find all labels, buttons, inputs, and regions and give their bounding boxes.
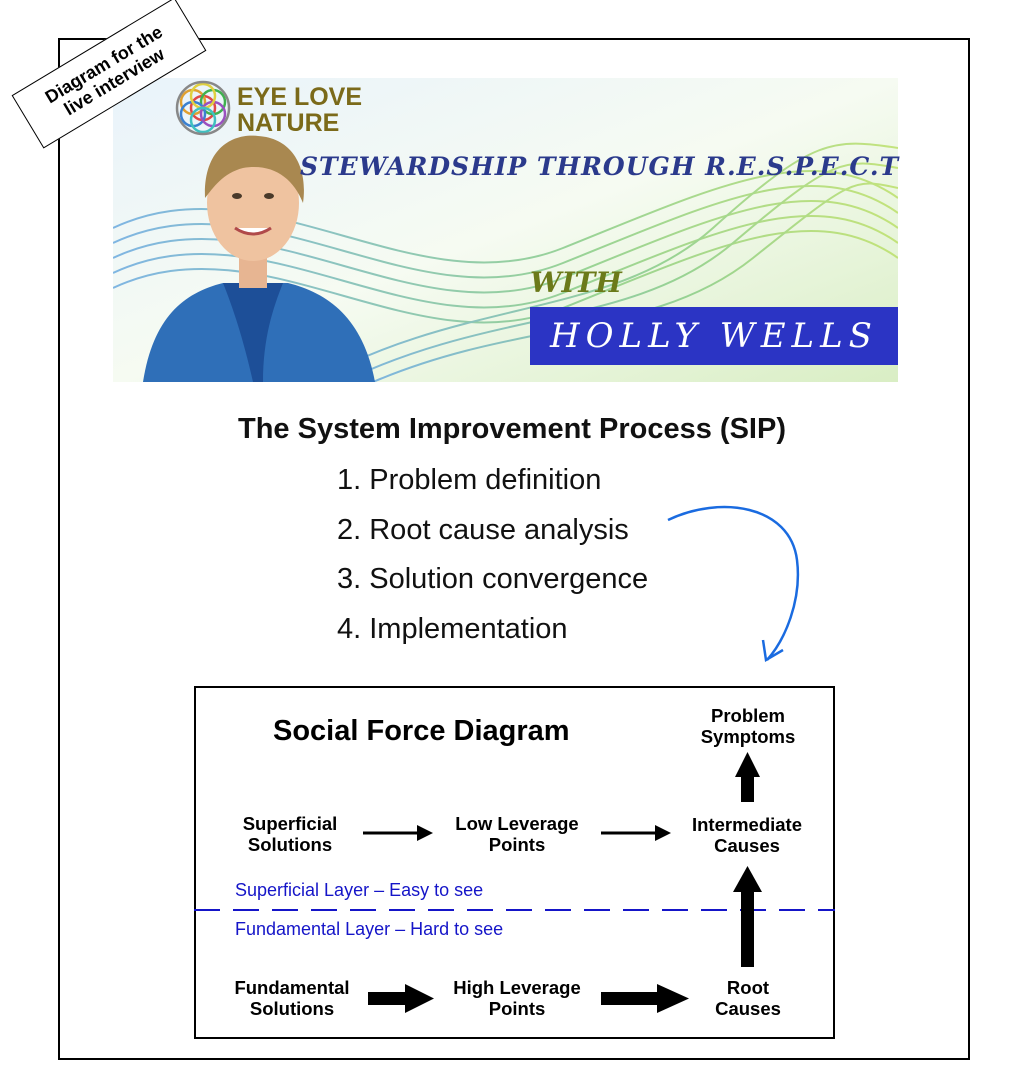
arrow-superficial-to-low xyxy=(363,825,433,841)
sip-step: 4. Implementation xyxy=(337,612,568,645)
flower-of-life-logo xyxy=(175,80,231,136)
node-high-leverage-points: High Leverage Points xyxy=(453,977,581,1019)
node-line: Fundamental xyxy=(234,977,350,998)
arrow-root-to-intermediate xyxy=(733,866,762,967)
social-force-diagram-title: Social Force Diagram xyxy=(273,715,570,747)
logo-line-1: EYE LOVE xyxy=(237,83,363,111)
social-force-diagram-box xyxy=(194,686,835,1039)
curved-link-arrow xyxy=(667,505,800,661)
sip-step: 2. Root cause analysis xyxy=(337,513,629,546)
header-banner xyxy=(113,78,898,382)
arrow-fundamental-to-high xyxy=(368,984,434,1013)
node-line: Symptoms xyxy=(700,726,796,747)
node-line: Causes xyxy=(714,835,780,856)
banner-with-label: WITH xyxy=(530,266,622,299)
arrow-intermediate-to-symptoms xyxy=(735,752,760,802)
node-line: Superficial xyxy=(242,813,338,834)
presenter-name-box: HOLLY WELLS xyxy=(530,307,898,365)
node-intermediate-causes: Intermediate Causes xyxy=(692,814,802,856)
node-line: Problem xyxy=(710,705,786,726)
node-root-causes: Root Causes xyxy=(715,977,781,1019)
sip-title: The System Improvement Process (SIP) xyxy=(238,413,786,445)
node-line: Intermediate xyxy=(691,814,803,835)
node-line: High Leverage xyxy=(453,977,581,998)
node-superficial-solutions: Superficial Solutions xyxy=(243,813,338,855)
curved-link-arrowhead xyxy=(761,639,784,663)
node-line: Low Leverage xyxy=(455,813,579,834)
presenter-photo xyxy=(143,135,375,382)
arrow-high-to-root xyxy=(601,984,689,1013)
node-line: Points xyxy=(488,834,546,855)
banner-tagline: STEWARDSHIP THROUGH R.E.S.P.E.C.T xyxy=(300,152,900,181)
brand-logo-text: EYE LOVE NATURE xyxy=(237,84,362,136)
node-fundamental-solutions: Fundamental Solutions xyxy=(234,977,349,1019)
node-line: Solutions xyxy=(249,998,335,1019)
sip-step: 3. Solution convergence xyxy=(337,563,649,595)
node-line: Causes xyxy=(715,998,781,1019)
node-line: Root xyxy=(726,977,770,998)
node-problem-symptoms: Problem Symptoms xyxy=(701,705,796,747)
fundamental-layer-label: Fundamental Layer – Hard to see xyxy=(235,919,504,939)
arrow-low-to-intermediate xyxy=(601,825,671,841)
sip-step: 1. Problem definition xyxy=(337,464,602,496)
superficial-layer-label: Superficial Layer – Easy to see xyxy=(235,880,484,900)
node-line: Points xyxy=(488,998,546,1019)
logo-line-2: NATURE xyxy=(237,109,340,137)
presenter-name: HOLLY WELLS xyxy=(550,316,878,356)
sip-steps-list: 1. Problem definition 2. Root cause anal… xyxy=(337,460,648,658)
node-low-leverage-points: Low Leverage Points xyxy=(455,813,578,855)
node-line: Solutions xyxy=(247,834,333,855)
